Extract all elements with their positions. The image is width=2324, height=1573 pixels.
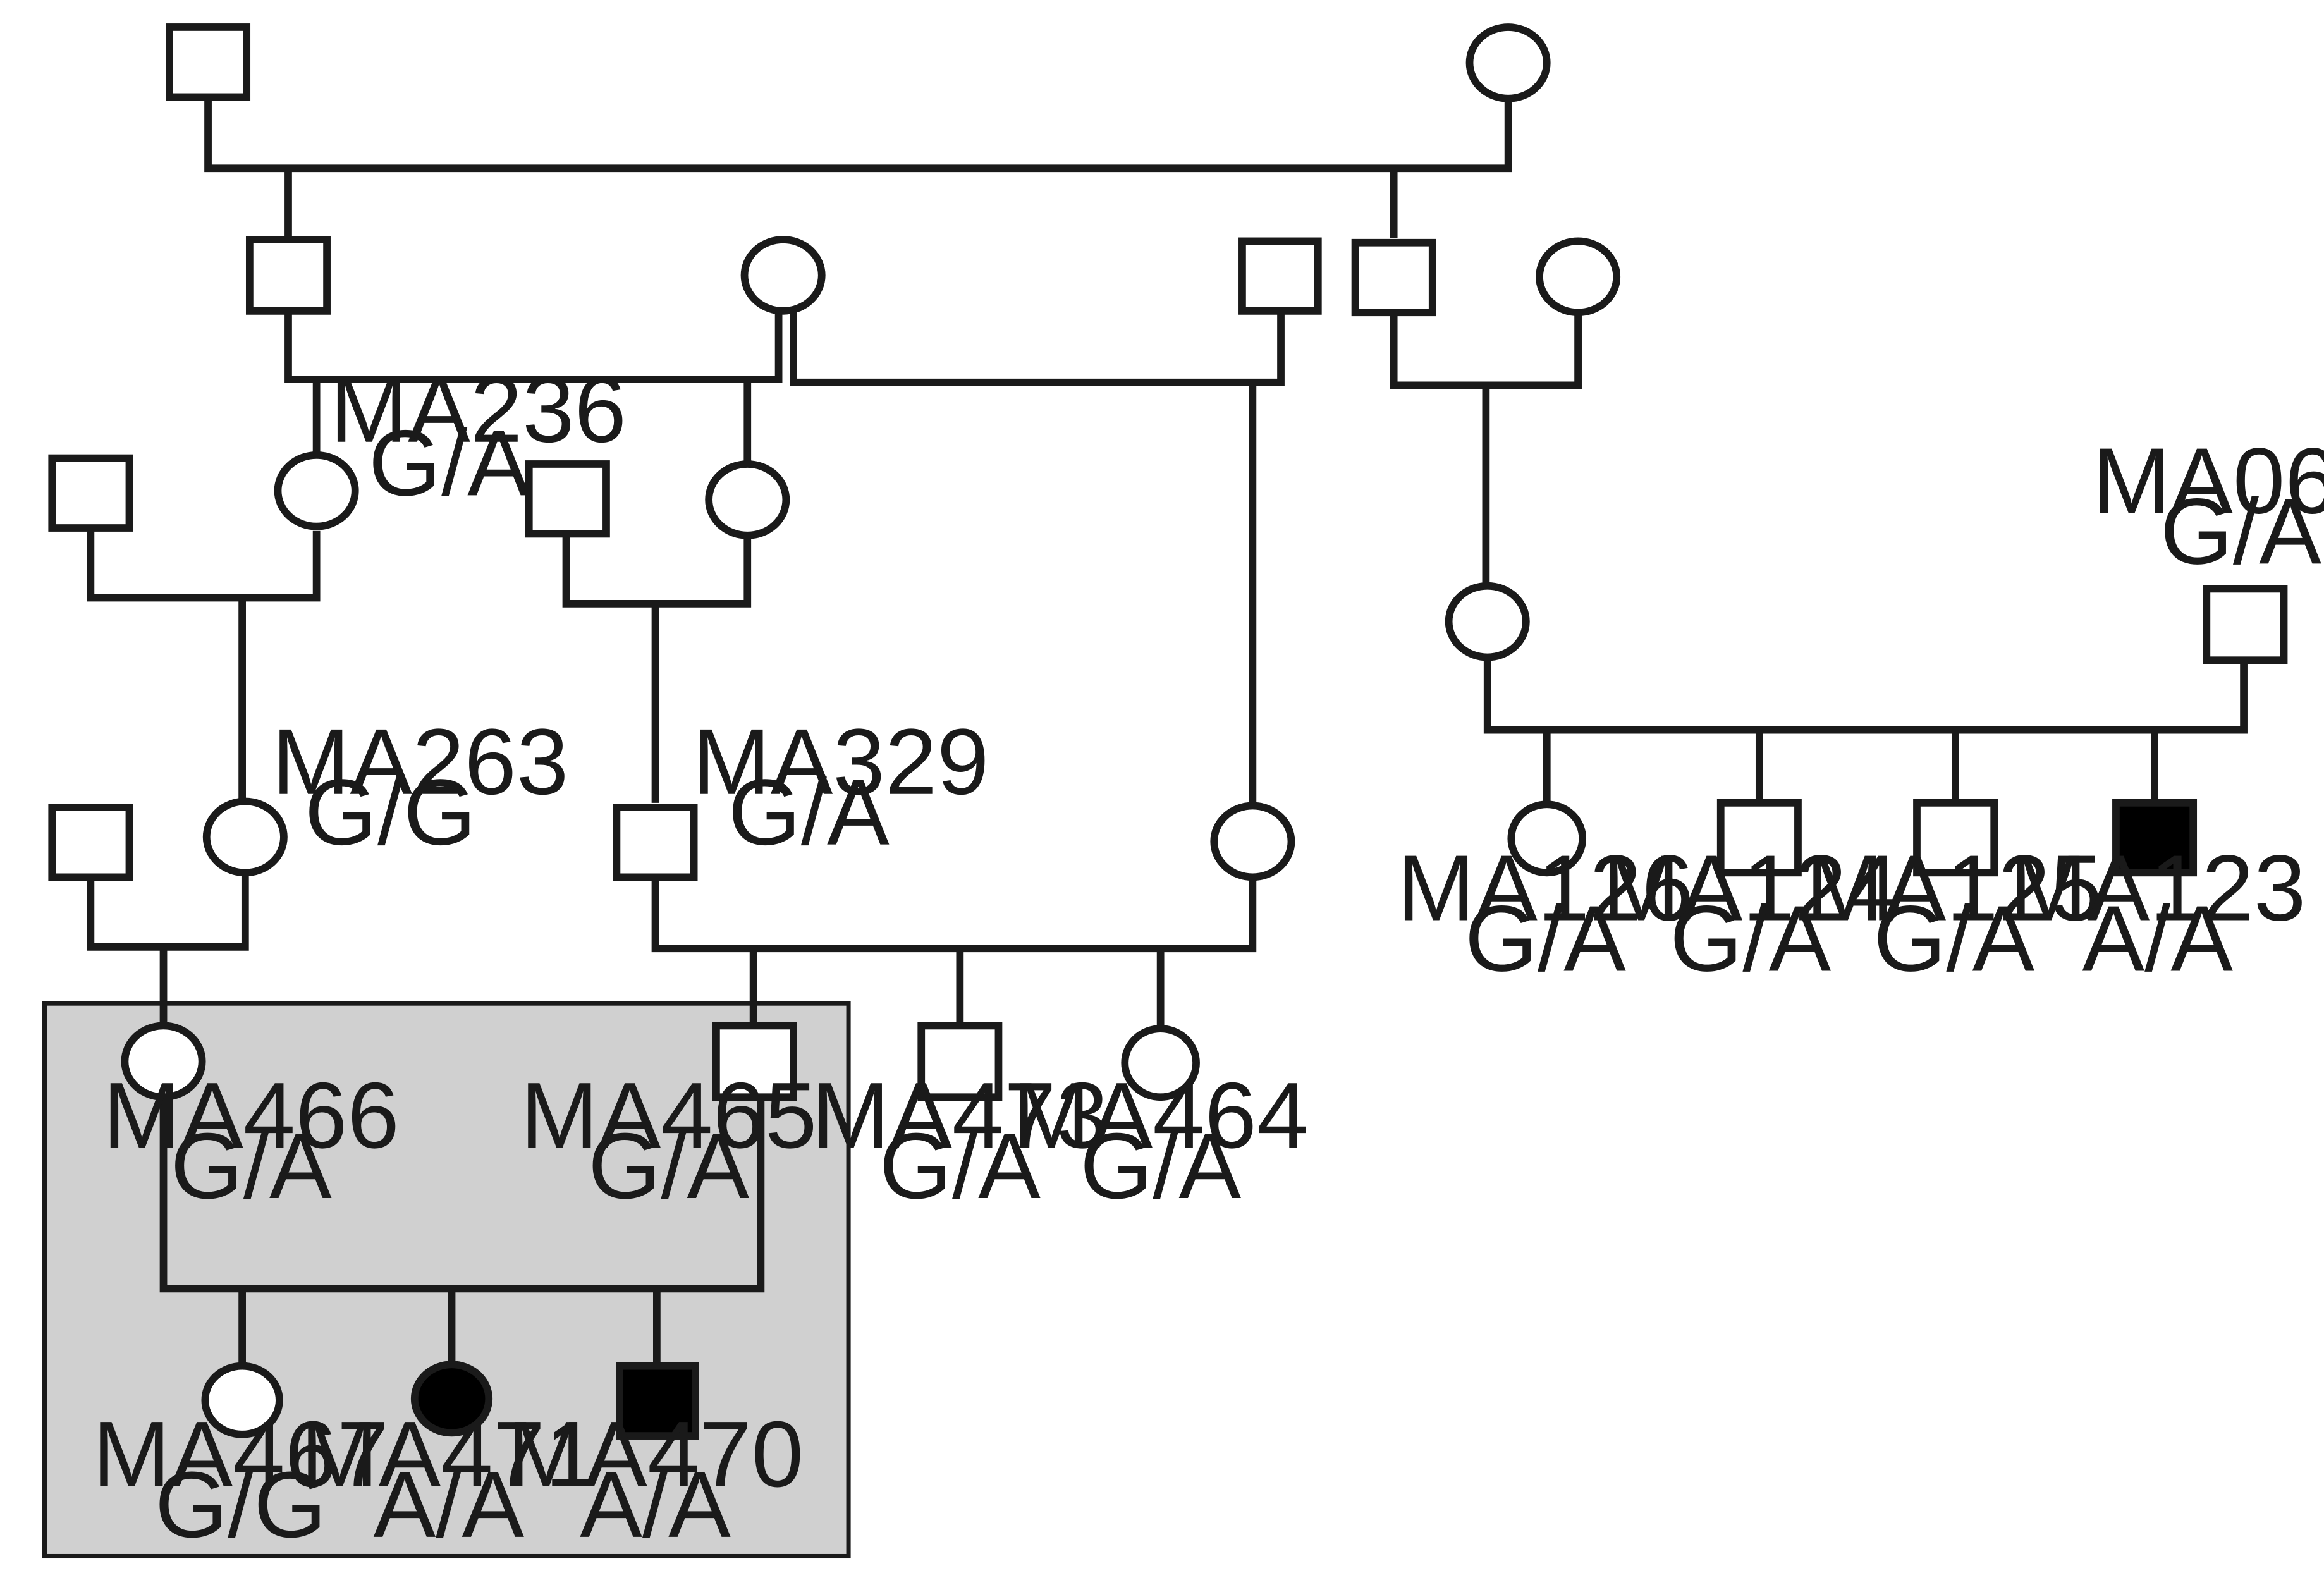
male-symbol-affected — [2112, 799, 2198, 877]
genotype-label: G/A — [728, 761, 890, 865]
line — [204, 100, 1512, 173]
male-symbol — [917, 1022, 1003, 1101]
genotype-label: A/A — [580, 1453, 731, 1557]
female-symbol-affected — [410, 1361, 493, 1437]
male-symbol — [1238, 237, 1322, 315]
male-symbol — [2203, 585, 2288, 664]
id-label: MA066 — [2093, 429, 2324, 534]
id-label: MA464 — [1012, 1063, 1309, 1168]
female-symbol — [740, 236, 826, 315]
male-symbol — [1351, 238, 1436, 317]
genotype-label: G/A — [2160, 479, 2321, 584]
line — [159, 1097, 765, 1293]
id-label: MA470 — [507, 1402, 804, 1507]
female-symbol — [1210, 802, 1295, 881]
line — [562, 532, 752, 608]
male-symbol — [48, 804, 133, 881]
female-symbol — [1465, 23, 1551, 102]
id-label: MA466 — [103, 1063, 400, 1168]
line — [87, 871, 249, 951]
male-symbol — [525, 460, 610, 538]
female-symbol — [202, 797, 288, 877]
id-label: MA123 — [2009, 836, 2306, 941]
line — [790, 308, 1285, 386]
line — [651, 877, 1257, 953]
id-label: MA263 — [272, 710, 568, 814]
id-label: MA124 — [1602, 836, 1899, 941]
male-symbol — [166, 23, 251, 101]
id-label: MA467 — [92, 1402, 389, 1507]
genotype-label: G/A — [879, 1114, 1041, 1218]
genotype-label: G/A — [1080, 1114, 1241, 1218]
id-label: MA125 — [1806, 836, 2102, 941]
female-symbol — [1507, 800, 1587, 877]
female-symbol — [274, 451, 359, 530]
genotype-label: G/A — [1873, 886, 2034, 991]
genotype-label: G/A — [171, 1114, 332, 1218]
male-symbol — [1913, 799, 1998, 877]
female-symbol — [121, 1022, 206, 1101]
id-label: MA126 — [1397, 836, 1694, 941]
female-symbol — [1536, 237, 1621, 317]
male-symbol — [1716, 799, 1802, 877]
genotype-label: A/A — [373, 1453, 524, 1557]
genotype-label: G/A — [1465, 886, 1626, 991]
genotype-label: G/A — [1670, 886, 1831, 991]
line — [1390, 310, 1582, 389]
id-label: MA329 — [692, 710, 989, 814]
id-label: MA236 — [330, 358, 627, 462]
male-symbol — [48, 454, 133, 532]
male-symbol-affected — [616, 1362, 699, 1440]
labels: MA236 G/A MA066 G/A MA263 G/G MA329 G/A … — [92, 358, 2324, 1557]
female-symbol — [1121, 1025, 1200, 1101]
line — [87, 528, 321, 602]
genotype-label: G/A — [369, 411, 530, 515]
genotype-label: G/A — [588, 1114, 749, 1218]
female-symbol — [705, 460, 790, 539]
male-symbol — [245, 236, 331, 315]
line — [1483, 656, 2248, 734]
id-label: MA471 — [300, 1402, 597, 1507]
female-symbol — [1445, 582, 1530, 661]
genotype-label: G/G — [155, 1453, 326, 1557]
male-symbol — [712, 1022, 797, 1101]
pedigree-lines — [87, 100, 2248, 1366]
female-symbol — [201, 1362, 283, 1438]
id-label: MA473 — [812, 1063, 1108, 1168]
id-label: MA465 — [520, 1063, 817, 1168]
genotype-label: A/A — [2082, 886, 2233, 991]
male-symbol — [613, 804, 698, 881]
genotype-label: G/G — [305, 761, 476, 865]
line — [284, 309, 783, 383]
